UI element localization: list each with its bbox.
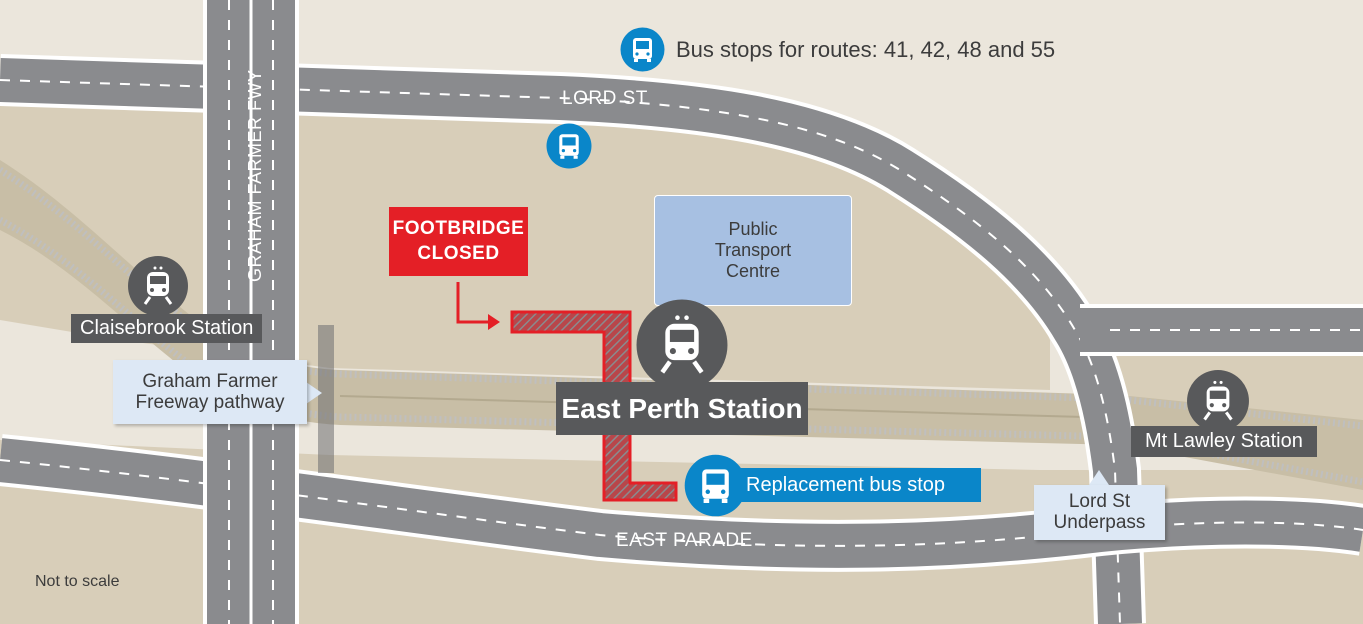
graham-farmer-pathway-line2: Freeway pathway	[135, 392, 285, 413]
road-graham-farmer-fwy	[203, 0, 299, 624]
road-label-graham-farmer-fwy: GRAHAM FARMER FWY	[245, 69, 265, 282]
bus-icon	[546, 123, 592, 174]
road-label-lord-st: LORD ST	[562, 88, 648, 109]
footbridge-closed-notice: FOOTBRIDGE CLOSED	[389, 207, 528, 276]
road-lord-st	[0, 54, 1146, 624]
train-icon	[635, 298, 729, 397]
station-label-east-perth: East Perth Station	[556, 382, 808, 435]
station-label-mt-lawley: Mt Lawley Station	[1131, 426, 1317, 457]
footbridge-notice-line2: CLOSED	[417, 243, 500, 264]
bus-routes-note: Bus stops for routes: 41, 42, 48 and 55	[676, 37, 1056, 62]
footbridge-arrow-head	[488, 314, 500, 330]
lord-st-underpass-box: Lord St Underpass	[1034, 485, 1165, 540]
ptc-line3: Centre	[725, 261, 781, 281]
road-label-east-parade: EAST PARADE	[616, 530, 753, 551]
ptc-line1: Public	[728, 219, 778, 239]
scale-note: Not to scale	[35, 573, 120, 590]
lord-st-underpass-line2: Underpass	[1053, 512, 1146, 533]
train-icon	[127, 255, 189, 322]
footbridge-arrow	[456, 282, 490, 324]
pathway-shade	[318, 325, 334, 473]
footbridge-notice-line1: FOOTBRIDGE	[392, 218, 525, 239]
station-label-claisebrook: Claisebrook Station	[71, 314, 263, 343]
ptc-line2: Transport	[714, 240, 792, 260]
train-icon	[1186, 369, 1250, 438]
graham-farmer-pathway-pointer	[306, 382, 322, 404]
public-transport-centre: Public Transport Centre	[654, 195, 852, 306]
graham-farmer-pathway-box: Graham Farmer Freeway pathway	[113, 360, 307, 424]
lord-st-underpass-line1: Lord St	[1068, 491, 1131, 512]
replacement-bus-stop-label: Replacement bus stop	[736, 468, 981, 502]
footbridge-closed-path	[510, 310, 678, 502]
graham-farmer-pathway-line1: Graham Farmer	[142, 371, 278, 392]
bus-icon	[620, 27, 665, 77]
lord-st-underpass-pointer	[1089, 470, 1109, 485]
bus-icon	[684, 454, 747, 522]
